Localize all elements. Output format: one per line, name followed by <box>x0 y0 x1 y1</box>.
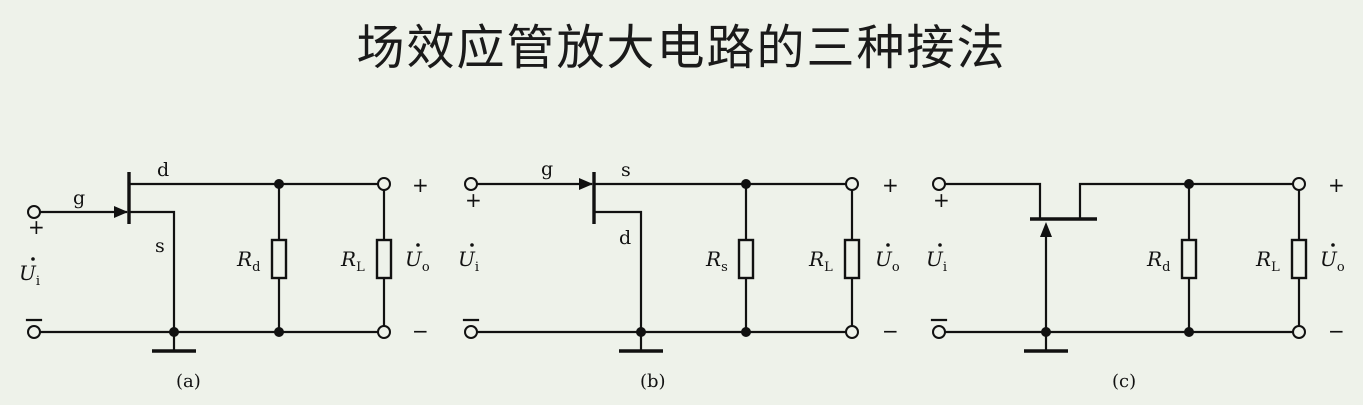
b-input-plus: + <box>465 188 482 212</box>
c-caption: (c) <box>1112 371 1136 392</box>
b-input-terminal-bottom <box>464 325 478 339</box>
b-input-voltage-label: Ui <box>458 247 479 275</box>
c-input-terminal-top <box>932 177 946 191</box>
a-drain-label: d <box>157 159 169 181</box>
a-gate-label: g <box>73 187 85 209</box>
b-caption: (b) <box>640 371 666 392</box>
a-source-wire <box>127 210 176 334</box>
b-gate-arrow <box>579 178 593 190</box>
a-caption: (a) <box>176 371 201 392</box>
a-junction-bottom-s <box>169 327 179 337</box>
a-input-voltage-label: Ui <box>19 261 40 289</box>
c-drain-wire <box>1078 182 1295 221</box>
b-rl-label: RL <box>808 247 833 275</box>
b-output-terminal-top <box>845 177 859 191</box>
c-rd-label: Rd <box>1146 247 1170 275</box>
circuit-c: + + − Rd RL Ui Uo (c) <box>926 173 1345 392</box>
c-rl-resistor <box>1290 238 1308 280</box>
b-drain-wire <box>592 210 643 334</box>
a-output-minus: − <box>412 319 429 343</box>
b-output-voltage-dot <box>886 243 890 247</box>
b-output-plus: + <box>882 173 899 197</box>
a-rd-resistor <box>270 238 288 280</box>
b-source-label: s <box>621 159 631 181</box>
page-title: 场效应管放大电路的三种接法 <box>356 20 1007 76</box>
a-output-terminal-bottom <box>377 325 391 339</box>
b-drain-label: d <box>619 227 631 249</box>
c-output-minus: − <box>1328 319 1345 343</box>
c-output-voltage-dot <box>1331 243 1335 247</box>
a-input-terminal-top <box>27 205 41 219</box>
a-input-plus: + <box>28 215 45 239</box>
c-input-terminal-bottom <box>932 325 946 339</box>
a-rl-label: RL <box>340 247 365 275</box>
c-output-voltage-label: Uo <box>1320 247 1345 275</box>
a-junction-top <box>274 179 284 189</box>
a-output-voltage-label: Uo <box>405 247 430 275</box>
a-input-terminal-bottom <box>27 325 41 339</box>
c-source-wire <box>943 182 1042 220</box>
b-junction-bottom-rs <box>741 327 751 337</box>
a-input-voltage-dot <box>31 257 35 261</box>
a-rd-label: Rd <box>236 247 260 275</box>
c-input-plus: + <box>933 188 950 212</box>
c-output-terminal-bottom <box>1292 325 1306 339</box>
b-output-minus: − <box>882 319 899 343</box>
b-rs-resistor <box>737 238 755 280</box>
b-gate-label: g <box>541 158 553 180</box>
b-output-terminal-bottom <box>845 325 859 339</box>
c-input-voltage-dot <box>938 243 942 247</box>
a-output-terminal-top <box>377 177 391 191</box>
b-output-voltage-label: Uo <box>875 247 900 275</box>
b-rs-label: Rs <box>705 247 728 275</box>
b-input-terminal-top <box>464 177 478 191</box>
a-junction-bottom-rd <box>274 327 284 337</box>
c-gate-arrow <box>1040 222 1052 237</box>
a-rl-resistor <box>375 238 393 280</box>
a-output-voltage-dot <box>416 243 420 247</box>
c-rd-resistor <box>1180 238 1198 280</box>
c-output-plus: + <box>1328 173 1345 197</box>
c-input-voltage-label: Ui <box>926 247 947 275</box>
circuit-b: g s d + + − Rs RL Ui Uo (b) <box>458 158 900 392</box>
b-input-voltage-dot <box>470 243 474 247</box>
b-junction-top <box>741 179 751 189</box>
a-source-label: s <box>155 235 165 257</box>
c-rl-label: RL <box>1255 247 1280 275</box>
a-gate-arrow <box>114 206 128 218</box>
b-rl-resistor <box>843 238 861 280</box>
c-junction-bottom-rd <box>1184 327 1194 337</box>
circuit-a: g d s + + − Rd RL Ui Uo (a) <box>19 159 430 392</box>
c-junction-top <box>1184 179 1194 189</box>
c-output-terminal-top <box>1292 177 1306 191</box>
a-output-plus: + <box>412 173 429 197</box>
b-junction-bottom-d <box>636 327 646 337</box>
c-junction-bottom-g <box>1041 327 1051 337</box>
